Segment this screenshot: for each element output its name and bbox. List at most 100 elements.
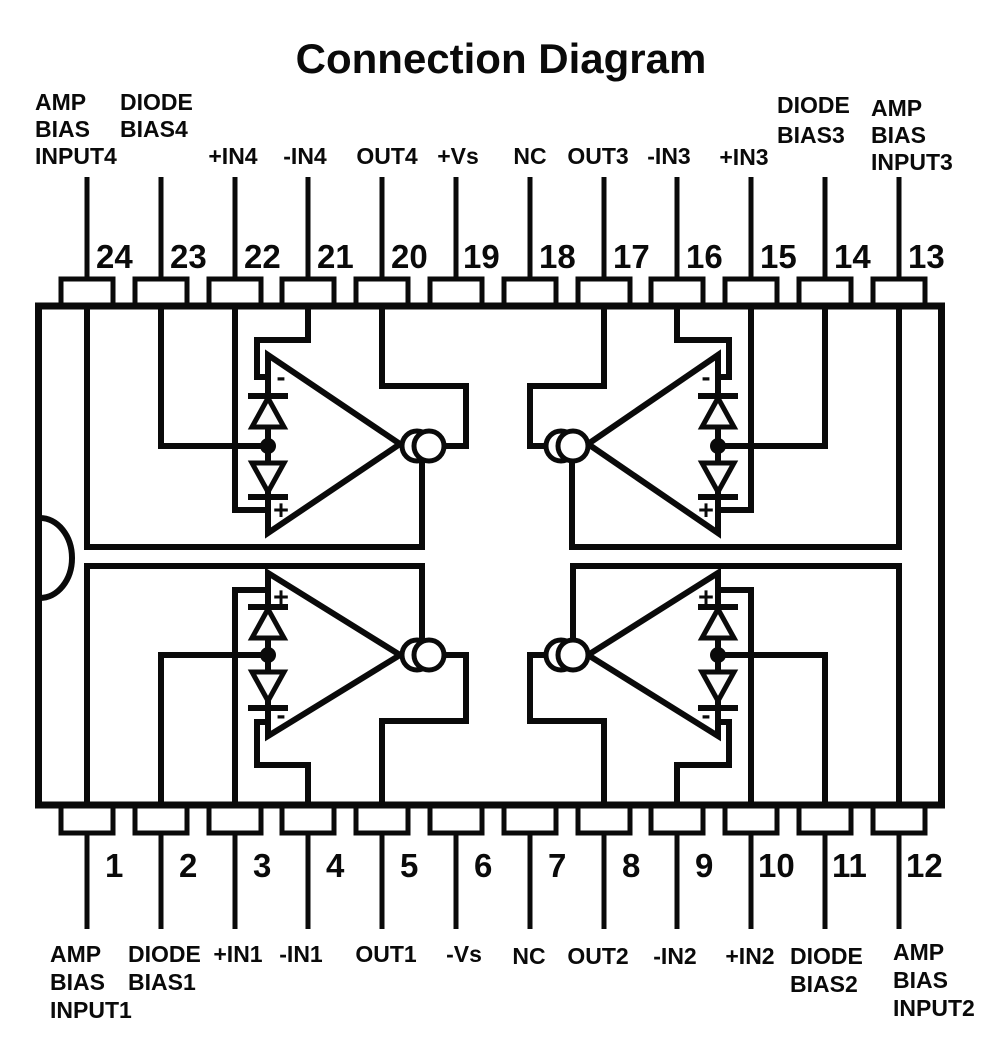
- wire-out1: [379, 652, 469, 805]
- wire-amp-bias-input1: [84, 563, 425, 805]
- pin-label: BIAS: [871, 122, 926, 148]
- pin-5: 5 OUT1: [353, 803, 418, 967]
- pin-2: 2 DIODE BIAS1: [128, 803, 201, 995]
- junction-dot: [260, 647, 276, 663]
- pin-label: INPUT3: [871, 149, 953, 175]
- pin-number: 21: [317, 238, 354, 275]
- pin-4: 4 -IN1: [279, 803, 345, 967]
- junction-dot: [710, 647, 726, 663]
- pin-number: 17: [613, 238, 650, 275]
- pin-label: OUT2: [567, 943, 628, 969]
- pin-1: 1 AMP BIAS INPUT1: [50, 803, 132, 1023]
- ic-body: [35, 302, 945, 809]
- pin-label: BIAS1: [128, 969, 196, 995]
- pin1-notch-icon: [39, 515, 75, 601]
- pin-label: +Vs: [437, 143, 479, 169]
- wire-out4: [379, 306, 469, 449]
- pin-number: 15: [760, 238, 797, 275]
- current-source-icon: [411, 637, 447, 673]
- pin-number: 14: [834, 238, 871, 275]
- op-amp-3: - +: [527, 306, 902, 550]
- pin-13: 13 AMP BIAS INPUT3: [870, 95, 953, 309]
- pin-20: 20 OUT4: [353, 143, 428, 309]
- wire-out3: [527, 306, 607, 449]
- inverting-input-mark: -: [702, 362, 711, 392]
- wire-plus-in1: [232, 587, 267, 805]
- pin-label: +IN2: [725, 943, 774, 969]
- pin-3: 3 +IN1: [206, 803, 271, 967]
- diode-icon: [697, 460, 739, 498]
- pin-7: 7 NC: [501, 803, 566, 969]
- pin-label: AMP: [893, 939, 944, 965]
- pin-number: 2: [179, 847, 197, 884]
- noninverting-input-mark: +: [273, 582, 289, 612]
- pin-label: DIODE: [120, 89, 193, 115]
- inverting-input-mark: -: [277, 700, 286, 730]
- pin-label: AMP: [871, 95, 922, 121]
- pin-label: +IN1: [213, 941, 262, 967]
- pin-number: 9: [695, 847, 713, 884]
- pin-21: 21 -IN4: [279, 143, 354, 309]
- wire-plus-in3: [719, 306, 754, 513]
- pin-label: -IN2: [653, 943, 696, 969]
- noninverting-input-mark: +: [273, 495, 289, 525]
- wire-minus-in3: [674, 306, 732, 380]
- pin-label: BIAS: [35, 116, 90, 142]
- pin-number: 22: [244, 238, 281, 275]
- op-amp-1: + -: [84, 563, 469, 805]
- pin-number: 19: [463, 238, 500, 275]
- pin-label: DIODE: [128, 941, 201, 967]
- wire-plus-in4: [232, 306, 267, 513]
- pin-number: 24: [96, 238, 133, 275]
- pin-number: 16: [686, 238, 723, 275]
- pin-label: NC: [513, 143, 546, 169]
- pin-label: NC: [512, 943, 545, 969]
- pin-label: OUT4: [356, 143, 418, 169]
- pin-number: 6: [474, 847, 492, 884]
- diode-icon: [247, 603, 289, 641]
- pin-number: 18: [539, 238, 576, 275]
- noninverting-input-mark: +: [698, 582, 714, 612]
- pin-label: -IN3: [647, 143, 690, 169]
- pin-label: +IN4: [208, 143, 257, 169]
- pin-17: 17 OUT3: [567, 143, 650, 309]
- pin-label: OUT1: [355, 941, 417, 967]
- wire-diode-bias1: [158, 652, 263, 805]
- pin-16: 16 -IN3: [647, 143, 723, 309]
- wire-diode-bias2: [723, 652, 828, 805]
- pin-number: 4: [326, 847, 345, 884]
- wire-diode-bias3: [723, 306, 828, 449]
- wire-minus-in2: [674, 719, 732, 805]
- diode-icon: [247, 392, 289, 430]
- wire-plus-in2: [719, 587, 754, 805]
- pin-23: 23 DIODE BIAS4: [120, 89, 207, 309]
- pin-label: -Vs: [446, 941, 482, 967]
- pin-number: 23: [170, 238, 207, 275]
- pin-label: BIAS4: [120, 116, 188, 142]
- diode-icon: [697, 603, 739, 641]
- wire-amp-bias-input2: [570, 563, 902, 805]
- pin-number: 1: [105, 847, 123, 884]
- diode-icon: [247, 460, 289, 498]
- pin-number: 13: [908, 238, 945, 275]
- pin-number: 12: [906, 847, 943, 884]
- pin-label: INPUT4: [35, 143, 117, 169]
- wire-minus-in4: [254, 306, 311, 380]
- pin-number: 8: [622, 847, 640, 884]
- pin-11: 11 DIODE BIAS2: [790, 803, 867, 997]
- pin-number: 20: [391, 238, 428, 275]
- pin-label: INPUT2: [893, 995, 975, 1021]
- inverting-input-mark: -: [277, 362, 286, 392]
- page-title: Connection Diagram: [296, 35, 707, 82]
- diode-icon: [697, 392, 739, 430]
- op-amp-4: - +: [84, 306, 469, 550]
- pin-19: 19 +Vs: [427, 143, 500, 309]
- pin-14: 14 DIODE BIAS3: [777, 92, 871, 309]
- pin-label: AMP: [50, 941, 101, 967]
- pin-pad: [58, 276, 116, 309]
- pin-label: BIAS3: [777, 122, 845, 148]
- op-amp-2: + -: [527, 563, 902, 805]
- wire-amp-bias-input3: [569, 306, 902, 550]
- pin-24: 24 AMP BIAS INPUT4: [35, 89, 133, 309]
